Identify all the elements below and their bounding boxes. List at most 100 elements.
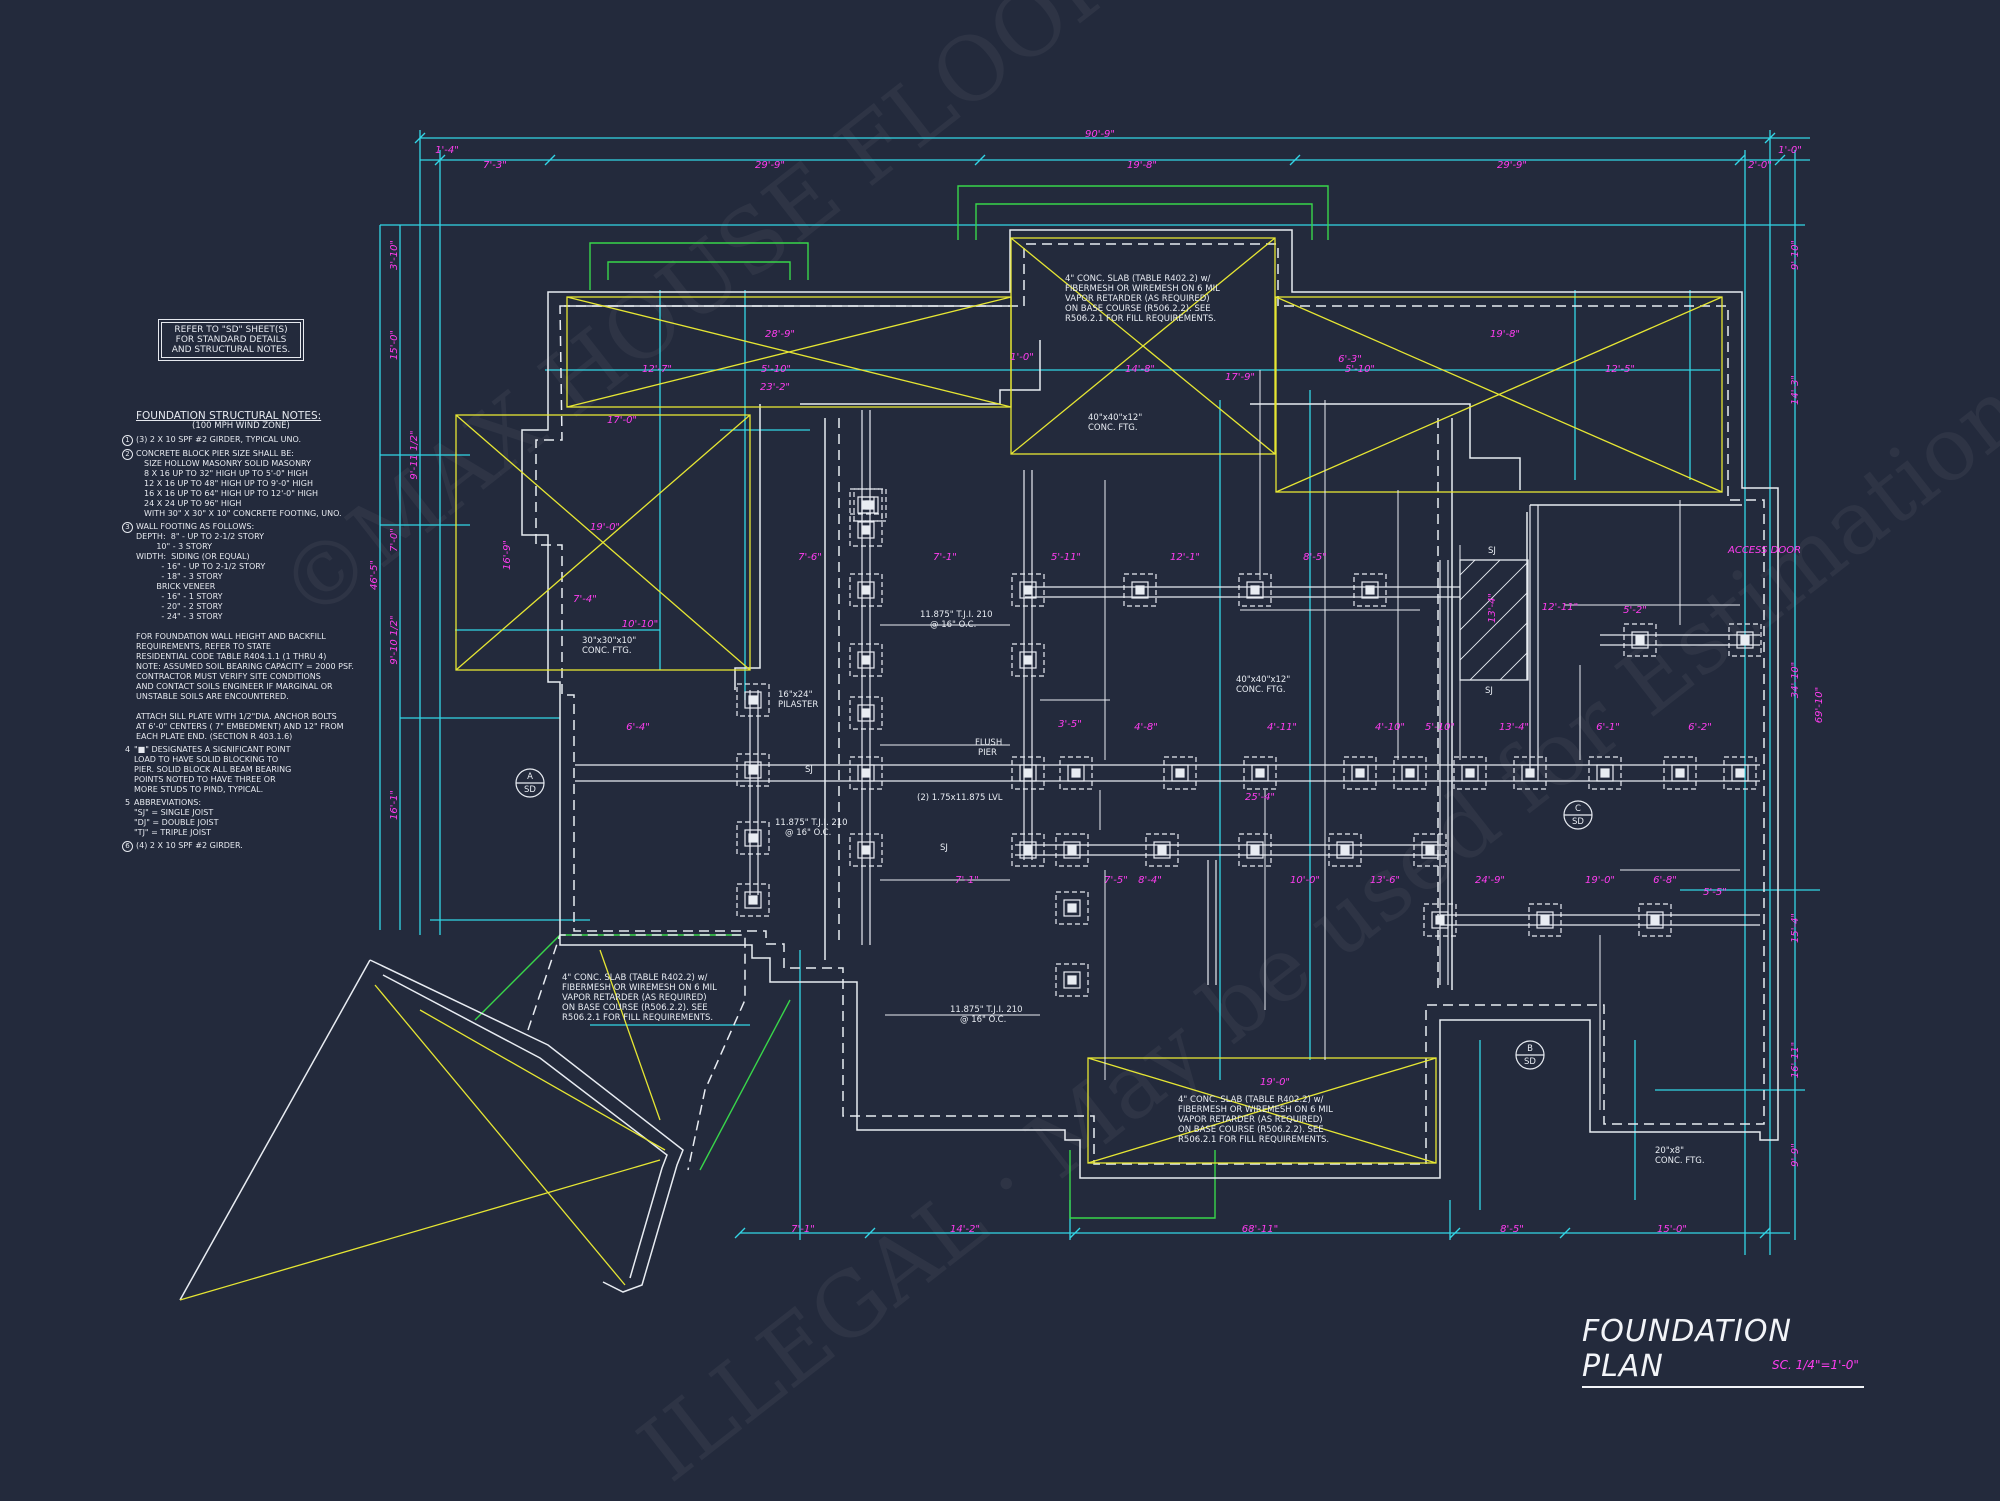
- svg-text:4" CONC. SLAB (TABLE R402.2) w: 4" CONC. SLAB (TABLE R402.2) w/: [1065, 274, 1211, 284]
- note-number: 2: [122, 449, 133, 460]
- interior-dimension-label: 6'-1": [1596, 722, 1620, 733]
- section-c-sheet: SD: [1572, 817, 1584, 827]
- tji-label-2b: @ 16" O.C.: [785, 828, 831, 838]
- note-line: - 18" - 3 STORY: [136, 572, 223, 581]
- pier-block: [857, 521, 875, 539]
- pier-block: [1646, 911, 1664, 929]
- note-line: UNSTABLE SOILS ARE ENCOUNTERED.: [136, 692, 289, 701]
- pier-block: [857, 581, 875, 599]
- pier-footing: [736, 753, 770, 787]
- pier-footing: [849, 696, 883, 730]
- refer-note-line-1: REFER TO "SD" SHEET(S): [174, 325, 288, 335]
- dim-overall-top: 90'-9": [1085, 129, 1115, 140]
- point-load-marker: [1650, 915, 1660, 925]
- pier-block: [744, 691, 762, 709]
- pier-footing: [849, 756, 883, 790]
- angled-wing: [179, 934, 746, 1301]
- point-load-marker: [1067, 845, 1077, 855]
- pier-footing: [1238, 833, 1272, 867]
- drawing-title: FOUNDATION PLAN: [1582, 1314, 1864, 1388]
- interior-dimension-label: 7'-1": [955, 875, 979, 886]
- point-load-marker: [1735, 768, 1745, 778]
- point-load-marker: [748, 765, 758, 775]
- point-load-marker: [1067, 975, 1077, 985]
- interior-dimension-label: 17'-0": [607, 415, 637, 426]
- dim-right-2: 14'-3": [1790, 375, 1801, 405]
- interior-dimension-label: 12'-1": [1170, 552, 1200, 563]
- point-load-marker: [861, 708, 871, 718]
- svg-text:VAPOR RETARDER (AS REQUIRED): VAPOR RETARDER (AS REQUIRED): [1178, 1115, 1323, 1125]
- pier-footing: [1328, 833, 1362, 867]
- dim-left-4: 7'-0": [389, 528, 400, 552]
- interior-dimension-label: 6'-4": [626, 722, 650, 733]
- svg-text:R506.2.1 FOR FILL REQUIREMENTS: R506.2.1 FOR FILL REQUIREMENTS.: [1178, 1135, 1329, 1145]
- pier-footing: [1453, 756, 1487, 790]
- note-number: 1: [122, 435, 133, 446]
- pier-block: [1736, 631, 1754, 649]
- note-line: - 16" - 1 STORY: [136, 592, 223, 601]
- pier-block: [744, 761, 762, 779]
- pier-block: [1131, 581, 1149, 599]
- interior-dimension-label: 8'-5": [1303, 552, 1327, 563]
- note-line: 8 x 16 UP TO 32" HIGH UP TO 5'-0" HIGH: [144, 469, 308, 478]
- pier-footing: [1393, 756, 1427, 790]
- note-line: REQUIREMENTS, REFER TO STATE: [136, 642, 271, 651]
- note-line: FOR FOUNDATION WALL HEIGHT AND BACKFILL: [136, 632, 326, 641]
- interior-dimension-label: 19'-8": [1490, 329, 1520, 340]
- ftg-20-label-2: CONC. FTG.: [1655, 1156, 1705, 1166]
- svg-text:R506.2.1 FOR FILL REQUIREMENTS: R506.2.1 FOR FILL REQUIREMENTS.: [1065, 314, 1216, 324]
- point-load-marker: [1023, 655, 1033, 665]
- svg-text:FIBERMESH OR WIREMESH ON 6 MIL: FIBERMESH OR WIREMESH ON 6 MIL: [1178, 1105, 1333, 1115]
- note-item-1: 1(3) 2 x 10 SPF #2 GIRDER, TYPICAL UNO.: [122, 435, 382, 446]
- pilaster-label: 16"x24": [778, 690, 813, 700]
- note-number: 5: [124, 798, 131, 807]
- pier-footing: [1011, 573, 1045, 607]
- interior-dimension-label: 5'-5": [1703, 887, 1727, 898]
- interior-dimension-label: 13'-4": [1487, 593, 1498, 623]
- point-load-marker: [1255, 768, 1265, 778]
- pier-block: [744, 829, 762, 847]
- pier-block: [1536, 911, 1554, 929]
- svg-text:ON BASE COURSE (R506.2.2). SEE: ON BASE COURSE (R506.2.2). SEE: [562, 1003, 708, 1013]
- tji-label-3b: @ 16" O.C.: [960, 1015, 1006, 1025]
- note-line: (3) 2 x 10 SPF #2 GIRDER, TYPICAL UNO.: [136, 435, 301, 444]
- interior-dimension-label: 7'-5": [1104, 875, 1128, 886]
- interior-dimension-label: 23'-2": [760, 382, 790, 393]
- refer-note-box: REFER TO "SD" SHEET(S) FOR STANDARD DETA…: [158, 319, 304, 361]
- pier-block: [1401, 764, 1419, 782]
- note-line: WIDTH: SIDING (OR EQUAL): [136, 552, 250, 561]
- dim-left-6: 9'-10 1/2": [389, 615, 400, 664]
- interior-dimension-label: 25'-4": [1245, 792, 1275, 803]
- hatched-area: [1459, 559, 1529, 681]
- interior-dimension-label: 3'-5": [1058, 719, 1082, 730]
- point-load-marker: [748, 895, 758, 905]
- pier-footing: [736, 683, 770, 717]
- sj-label-3: SJ: [1488, 546, 1496, 556]
- pier-footing: [1238, 573, 1272, 607]
- pier-block: [857, 841, 875, 859]
- pier-footing: [1638, 903, 1672, 937]
- pier-block: [1063, 841, 1081, 859]
- interior-dimension-label: 12'-11": [1542, 602, 1578, 613]
- pier-block: [1019, 651, 1037, 669]
- access-door-label: ACCESS DOOR: [1727, 545, 1801, 556]
- interior-dimension-label: 7'-4": [573, 594, 597, 605]
- note-line: AT 6'-0" CENTERS ( 7" EMBEDMENT) AND 12"…: [136, 722, 344, 731]
- svg-text:4" CONC. SLAB (TABLE R402.2) w: 4" CONC. SLAB (TABLE R402.2) w/: [1178, 1095, 1324, 1105]
- note-line: 16 x 16 UP TO 64" HIGH UP TO 12'-0" HIGH: [144, 489, 319, 498]
- interior-dimension-label: 12'-7": [642, 364, 672, 375]
- note-line: MORE STUDS TO PIND, TYPICAL.: [134, 785, 264, 794]
- pier-block: [1671, 764, 1689, 782]
- dim-top-7: 1'-0": [1778, 145, 1802, 156]
- section-c-label: C: [1575, 804, 1581, 814]
- dim-right-6: 16'-11": [1790, 1042, 1801, 1078]
- dim-bot-3: 68'-11": [1242, 1224, 1278, 1235]
- interior-dimension-label: 6'-8": [1653, 875, 1677, 886]
- section-b-sheet: SD: [1524, 1057, 1536, 1067]
- pier-block: [1361, 581, 1379, 599]
- pier-footing: [849, 833, 883, 867]
- bottom-dimensions: 7'-1" 14'-2" 68'-11" 8'-5" 15'-0": [791, 1224, 1687, 1235]
- drawing-scale: SC. 1/4"=1'-0": [1772, 1358, 1859, 1372]
- interior-dimension-label: 28'-9": [765, 329, 795, 340]
